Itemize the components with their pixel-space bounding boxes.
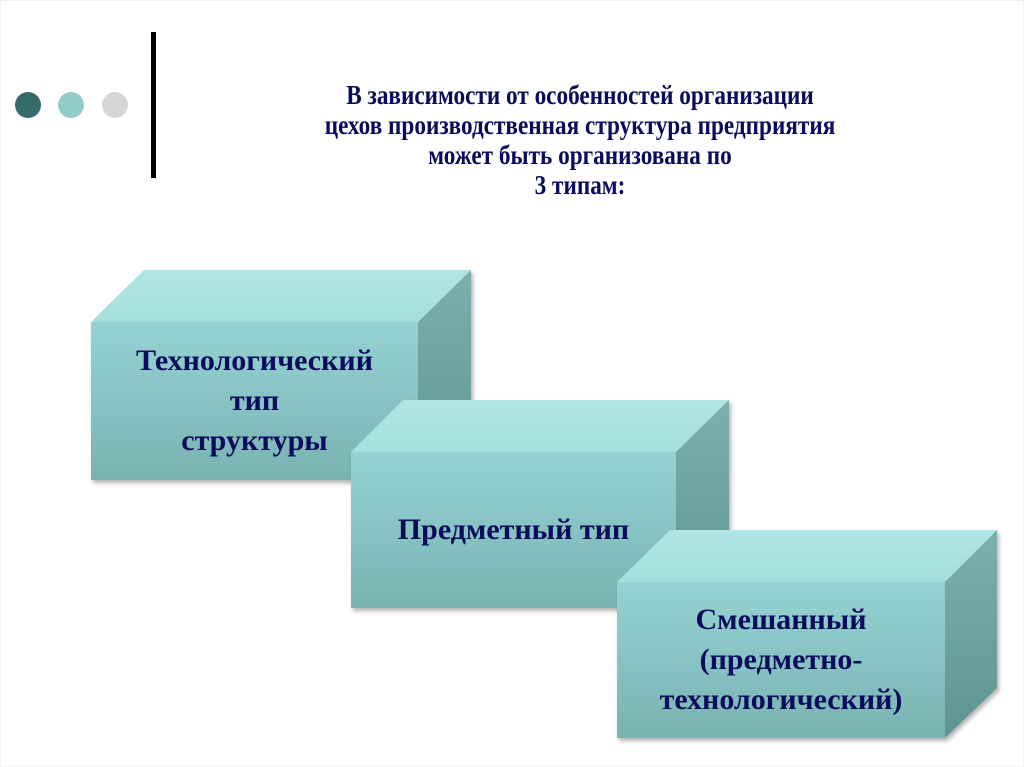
title-line-1: В зависимости от особенностей организаци…: [346, 80, 814, 110]
box-3-line-1: Смешанный: [695, 603, 867, 636]
dot-dark-teal-icon: [15, 92, 41, 118]
title-line-3: может быть организована по: [428, 140, 732, 170]
box-1-line-2: тип: [229, 384, 280, 417]
vertical-divider: [151, 32, 156, 178]
box-1-line-3: структуры: [181, 424, 328, 457]
title-line-4: 3 типам:: [534, 170, 626, 200]
slide-title: В зависимости от особенностей организаци…: [140, 80, 1020, 200]
title-line-2: цехов производственная структура предпри…: [324, 110, 836, 140]
dot-light-teal-icon: [58, 92, 84, 118]
box-3-line-3: технологический): [659, 683, 903, 716]
box-1-line-1: Технологический: [136, 344, 373, 377]
dot-light-gray-icon: [102, 92, 128, 118]
box-2-line-1: Предметный тип: [397, 513, 630, 546]
box-3-line-2: (предметно-: [699, 643, 863, 676]
